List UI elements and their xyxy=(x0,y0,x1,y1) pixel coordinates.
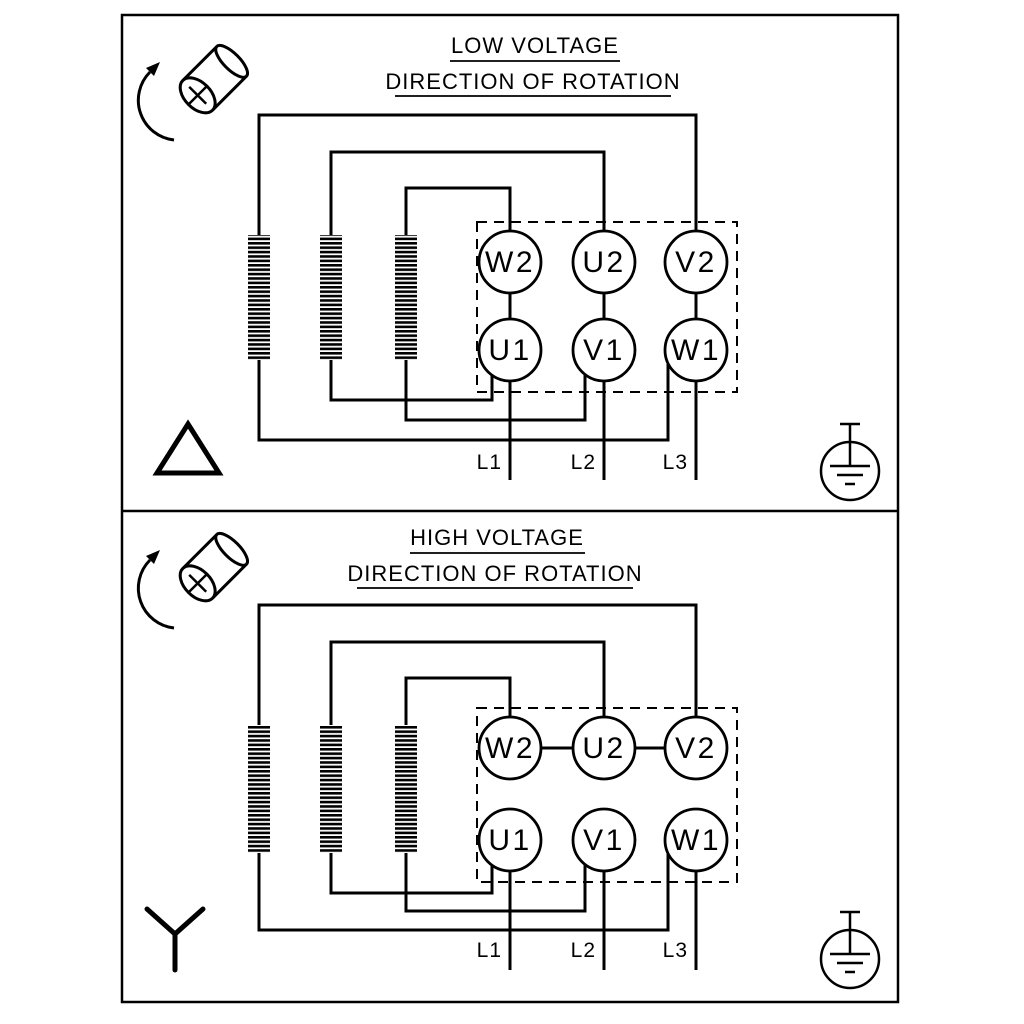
winding-coil-2 xyxy=(320,235,342,360)
wire-u2-coil2 xyxy=(329,150,606,235)
earth-ground-icon xyxy=(819,422,881,502)
star-symbol-icon xyxy=(144,906,206,973)
wire-coil1-w1 xyxy=(257,853,670,932)
supply-label-l2: L2 xyxy=(571,939,596,962)
wire-w2-coil3 xyxy=(404,186,512,235)
wire-coil1-w1 xyxy=(257,360,670,442)
shaft-rotation-icon xyxy=(136,43,250,142)
terminal-v1 xyxy=(571,317,637,383)
terminal-label-v1: V1 xyxy=(583,824,625,857)
delta-symbol-icon xyxy=(152,419,224,476)
terminal-label-w1: W1 xyxy=(671,334,721,367)
panel-subtitle: DIRECTION OF ROTATION xyxy=(347,561,642,586)
terminal-label-v1: V1 xyxy=(583,334,625,367)
shaft-rotation-icon xyxy=(136,531,250,630)
terminal-box-outline xyxy=(476,707,738,883)
supply-label-l1: L1 xyxy=(477,451,502,474)
star-arm-left xyxy=(144,906,178,937)
wire-coil3-v1 xyxy=(404,853,587,913)
supply-label-l1: L1 xyxy=(477,939,502,962)
wire-v2-coil1 xyxy=(257,603,698,725)
terminal-label-v2: V2 xyxy=(675,732,717,765)
terminal-label-w1: W1 xyxy=(671,824,721,857)
winding-coil-3 xyxy=(395,235,417,360)
terminal-label-w2: W2 xyxy=(485,246,535,279)
shaft-side xyxy=(211,563,248,600)
terminal-v2 xyxy=(663,229,729,295)
shaft-back xyxy=(214,531,250,567)
wire-coil2-u1 xyxy=(329,853,494,895)
shaft-side xyxy=(181,45,218,82)
winding-coil-3 xyxy=(395,725,417,853)
rotation-arrowhead xyxy=(146,550,160,564)
wiring xyxy=(257,603,698,970)
diagram-border xyxy=(120,13,900,1004)
panel-title: HIGH VOLTAGE xyxy=(410,525,584,550)
terminal-w1 xyxy=(663,317,729,383)
terminal-label-u1: U1 xyxy=(488,824,531,857)
shaft-back xyxy=(214,43,250,79)
terminal-w2 xyxy=(477,229,543,295)
supply-label-l3: L3 xyxy=(663,451,688,474)
wire-coil2-u1 xyxy=(329,360,494,402)
wire-u2-coil2 xyxy=(329,640,606,725)
earth-circle xyxy=(819,440,881,502)
winding-coil-1 xyxy=(248,235,270,360)
terminal-label-u1: U1 xyxy=(488,334,531,367)
rotation-arrow xyxy=(136,558,175,630)
wire-w2-coil3 xyxy=(404,676,512,725)
supply-label-l3: L3 xyxy=(663,939,688,962)
panel-title: LOW VOLTAGE xyxy=(451,33,619,58)
star-arm-right xyxy=(172,906,206,937)
terminal-u2 xyxy=(571,229,637,295)
terminal-w2 xyxy=(477,715,543,781)
motor-shaft xyxy=(178,43,250,115)
earth-circle xyxy=(819,928,881,990)
shaft-side xyxy=(211,75,248,112)
earth-ground-icon xyxy=(819,910,881,990)
supply-label-l2: L2 xyxy=(571,451,596,474)
wire-coil3-v1 xyxy=(404,360,587,422)
panel-low-voltage: LOW VOLTAGE DIRECTION OF ROTATION xyxy=(136,33,881,502)
terminal-v2 xyxy=(663,715,729,781)
motor-shaft xyxy=(178,531,250,603)
shaft-face-cross xyxy=(188,85,208,105)
panel-high-voltage: HIGH VOLTAGE DIRECTION OF ROTATION xyxy=(136,525,881,990)
terminal-u1 xyxy=(477,317,543,383)
terminal-label-v2: V2 xyxy=(675,246,717,279)
winding-coil-2 xyxy=(320,725,342,853)
terminals xyxy=(477,229,729,383)
terminal-label-w2: W2 xyxy=(485,732,535,765)
wiring xyxy=(257,113,698,480)
shaft-face-cross xyxy=(188,573,208,593)
terminal-box-outline xyxy=(476,221,738,393)
terminal-label-u2: U2 xyxy=(582,732,625,765)
winding-coil-1 xyxy=(248,725,270,853)
terminal-u1 xyxy=(477,807,543,873)
terminal-v1 xyxy=(571,807,637,873)
terminal-w1 xyxy=(663,807,729,873)
wire-v2-coil1 xyxy=(257,113,698,235)
shaft-side xyxy=(181,533,218,570)
rotation-arrowhead xyxy=(146,62,160,76)
rotation-arrow xyxy=(136,70,175,142)
terminal-label-u2: U2 xyxy=(582,246,625,279)
panel-subtitle: DIRECTION OF ROTATION xyxy=(385,69,680,94)
terminal-u2 xyxy=(571,715,637,781)
terminals xyxy=(477,715,729,873)
